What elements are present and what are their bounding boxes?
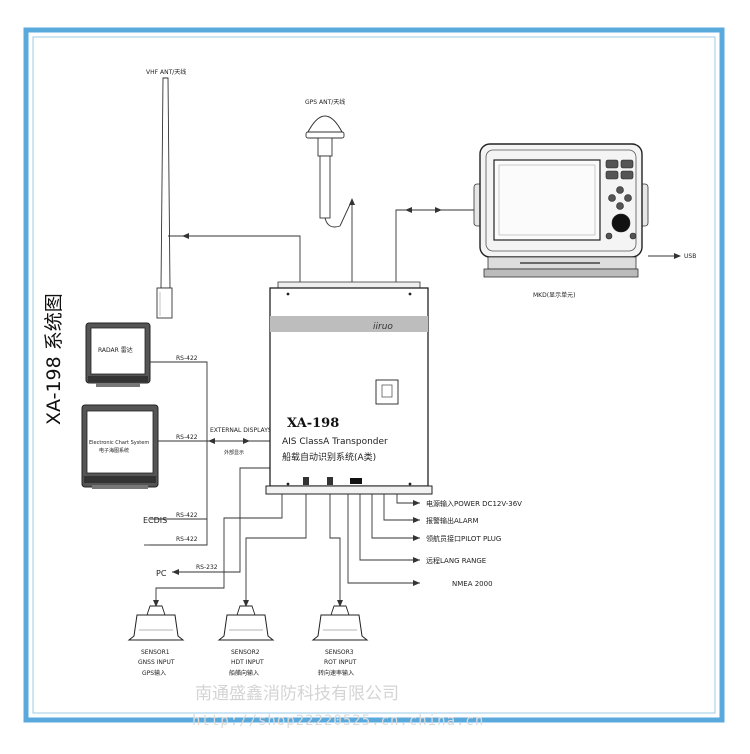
mkd-screen [493,159,601,241]
sensor2-cn: 船艏向输入 [229,669,259,677]
transponder-model: XA-198 [287,416,339,431]
gps-antenna-label: GPS ANT/天线 [305,98,345,106]
mkd-keypad [605,159,637,240]
inner-frame [32,36,716,714]
rs422-label-4: RS-422 [176,536,198,543]
port-label-long-range: 远程LANG RANGE [426,556,486,565]
sensor3-input: ROT INPUT [324,659,357,666]
ecs-screen-label-2: 电子海图系统 [99,447,129,454]
watermark-company: 南通盛鑫消防科技有限公司 [195,684,399,704]
transponder-subtitle: AIS ClassA Transponder [282,437,388,447]
ecs-screen-label-1: Electronic Chart System [89,440,149,446]
watermark-url: http://shop22220525.cn.china.cn [192,713,484,729]
port-label-power: 电源输入POWER DC12V-36V [426,499,522,508]
external-displays-label: EXTERNAL DISPLAYS [210,427,272,434]
gps-antenna [305,115,345,228]
port-label-pilot-plug: 领航员接口PILOT PLUG [426,534,501,543]
rs422-label-3: RS-422 [176,512,198,519]
sensor3-name: SENSOR3 [325,649,354,656]
port-label-nmea2000: NMEA 2000 [452,580,493,588]
sensor1-name: SENSOR1 [141,649,170,656]
vhf-antenna [156,77,173,319]
usb-label: USB [684,253,696,260]
mkd-label: MKD(显示单元) [533,291,575,299]
rs422-label-1: RS-422 [176,355,198,362]
port-connections [347,494,420,586]
sensor1-input: GNSS INPUT [138,659,175,666]
sensor-1 [127,605,185,641]
side-title: XA-198 系统图 [43,293,65,425]
sensor1-cn: GPS输入 [142,669,166,677]
mkd-display-unit [473,143,649,278]
sensor-3 [311,605,369,641]
rs422-label-2: RS-422 [176,434,198,441]
transponder-subtitle-cn: 船载自动识别系统(A类) [282,451,376,463]
outer-frame [23,27,725,723]
external-displays-cn-label: 外部显示 [224,449,244,456]
sensor3-cn: 转向速率输入 [318,669,354,677]
ecs-monitor [81,404,159,489]
sensor2-input: HDT INPUT [231,659,264,666]
sensor-2 [217,605,275,641]
vhf-antenna-label: VHF ANT/天线 [146,68,186,76]
sensor2-name: SENSOR2 [231,649,260,656]
radar-monitor [85,322,151,387]
port-label-alarm: 报警输出ALARM [426,516,479,525]
transponder-unit [265,281,433,495]
transponder-brand: iiruo [373,322,393,332]
pc-label: PC [156,569,167,578]
rs232-label: RS-232 [196,564,218,571]
radar-screen-label: RADAR 雷达 [98,346,133,354]
ecdis-label: ECDIS [143,516,167,525]
